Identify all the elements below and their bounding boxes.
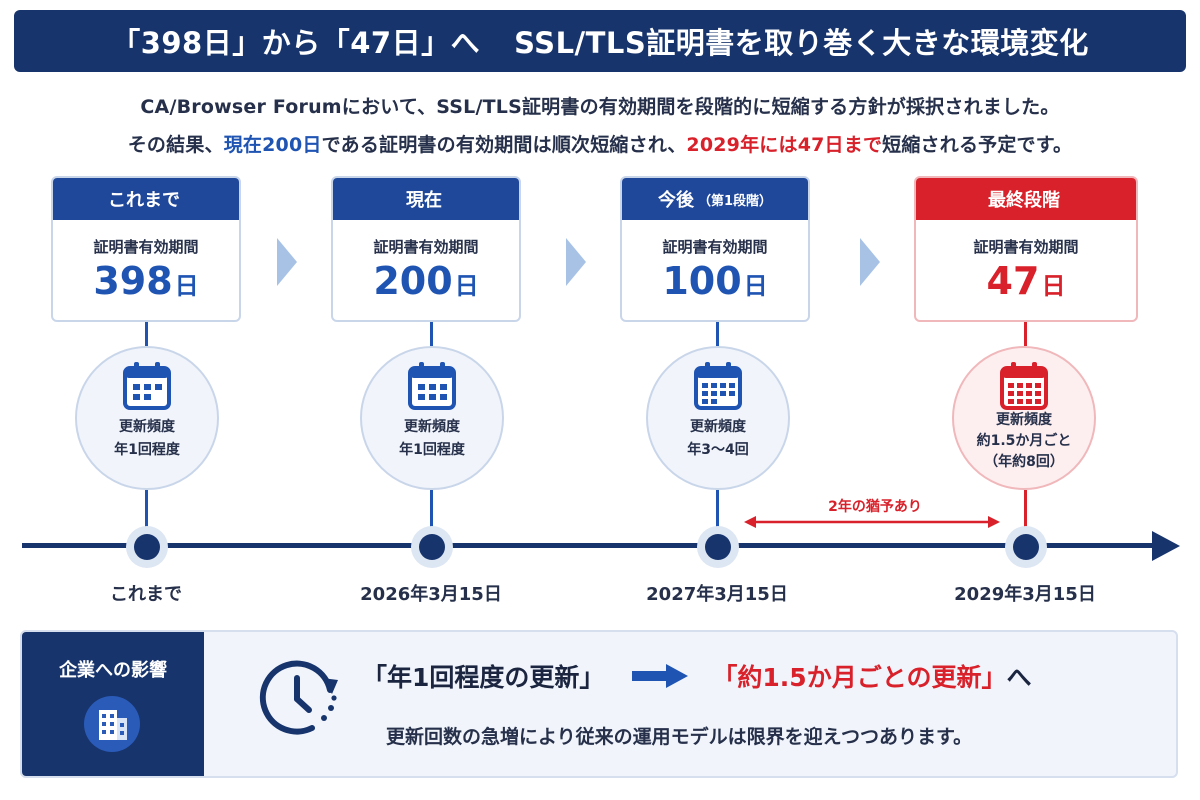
- chevron-right-icon: [860, 238, 880, 286]
- frequency-text: 更新頻度 年3〜4回: [648, 416, 788, 462]
- impact-to: 「約1.5か月ごとの更新」: [712, 663, 1007, 692]
- calendar-icon: [408, 362, 456, 410]
- stage-value: 100日: [622, 259, 808, 303]
- stage-label: 証明書有効期間: [93, 238, 199, 256]
- frequency-circle-final: 更新頻度 約1.5か月ごと （年約8回）: [952, 346, 1096, 490]
- stage-label: 証明書有効期間: [973, 238, 1079, 256]
- timeline-dot: [697, 526, 739, 568]
- timeline-dot: [126, 526, 168, 568]
- stage-value-unit: 日: [454, 272, 479, 300]
- connector-line: [430, 322, 433, 346]
- stage-value: 47日: [916, 259, 1136, 303]
- timeline-dot: [1005, 526, 1047, 568]
- impact-panel: 企業への影響 「年1回程度の更新」 「約1.5か月ごとの更新」 へ 更新回数の急…: [20, 630, 1178, 778]
- connector-line: [1024, 322, 1027, 346]
- intro-text: その結果、: [127, 134, 224, 156]
- stage-value-number: 100: [662, 259, 742, 303]
- frequency-label: 更新頻度: [119, 419, 175, 435]
- calendar-icon: [123, 362, 171, 410]
- building-icon: [84, 696, 140, 752]
- intro-line2: その結果、現在200日である証明書の有効期間は順次短縮され、2029年には47日…: [0, 130, 1200, 157]
- frequency-note: （年約8回）: [984, 454, 1064, 470]
- arrow-right-icon: [1152, 531, 1180, 561]
- calendar-icon: [1000, 362, 1048, 410]
- connector-line: [1024, 490, 1027, 528]
- calendar-icon: [694, 362, 742, 410]
- title-part2: SSL/TLS証明書を取り巻く大きな環境変化: [514, 26, 1089, 60]
- frequency-text: 更新頻度 年1回程度: [77, 416, 217, 462]
- impact-message: 「年1回程度の更新」 「約1.5か月ごとの更新」 へ: [362, 658, 1031, 694]
- double-arrow-icon: [744, 516, 1000, 528]
- frequency-value: 約1.5か月ごと: [976, 433, 1072, 449]
- timeline-date: 2026年3月15日: [360, 584, 502, 605]
- stage-value-number: 398: [93, 259, 173, 303]
- grace-period-label: 2年の猶予あり: [828, 499, 922, 515]
- stage-card-phase1: 今後（第1段階） 証明書有効期間 100日: [620, 176, 810, 322]
- intro-line1: CA/Browser Forumにおいて、SSL/TLS証明書の有効期間を段階的…: [140, 96, 1060, 118]
- timeline-axis: [22, 543, 1154, 548]
- timeline-date: 2027年3月15日: [646, 584, 788, 605]
- stage-header: 最終段階: [916, 178, 1136, 220]
- frequency-text: 更新頻度 年1回程度: [362, 416, 502, 462]
- frequency-circle: 更新頻度 年3〜4回: [646, 346, 790, 490]
- stage-card-past: これまで 証明書有効期間 398日: [51, 176, 241, 322]
- frequency-value: 年1回程度: [114, 442, 180, 458]
- frequency-label: 更新頻度: [996, 412, 1052, 428]
- impact-subtext: 更新回数の急増により従来の運用モデルは限界を迎えつつあります。: [386, 726, 973, 748]
- chevron-right-icon: [566, 238, 586, 286]
- timeline-date: 2029年3月15日: [954, 584, 1096, 605]
- connector-line: [145, 490, 148, 528]
- title-banner: 「398日」から「47日」へ SSL/TLS証明書を取り巻く大きな環境変化: [14, 10, 1186, 72]
- stage-header-note: （第1段階）: [697, 193, 773, 209]
- frequency-circle: 更新頻度 年1回程度: [75, 346, 219, 490]
- timeline-dot: [411, 526, 453, 568]
- stage-header-text: 今後: [657, 190, 694, 211]
- stage-label: 証明書有効期間: [373, 238, 479, 256]
- timeline-date: これまで: [110, 584, 182, 605]
- frequency-value: 年1回程度: [399, 442, 465, 458]
- stage-card-current: 現在 証明書有効期間 200日: [331, 176, 521, 322]
- stage-value: 200日: [333, 259, 519, 303]
- impact-from: 「年1回程度の更新」: [362, 663, 605, 692]
- connector-line: [145, 322, 148, 346]
- impact-side: 企業への影響: [22, 632, 204, 776]
- intro-final-highlight: 2029年には47日まで: [686, 134, 883, 156]
- impact-label: 企業への影響: [59, 660, 167, 681]
- stage-header-text: 最終段階: [988, 190, 1060, 211]
- chevron-right-icon: [277, 238, 297, 286]
- stage-header: 現在: [333, 178, 519, 220]
- stage-value-number: 200: [373, 259, 453, 303]
- connector-line: [430, 490, 433, 528]
- intro-text: 短縮される予定です。: [882, 134, 1073, 156]
- connector-line: [716, 490, 719, 528]
- connector-line: [716, 322, 719, 346]
- stage-header-text: 現在: [406, 190, 442, 211]
- frequency-label: 更新頻度: [404, 419, 460, 435]
- stage-value-unit: 日: [743, 272, 768, 300]
- stage-value: 398日: [53, 259, 239, 303]
- stage-header-text: これまで: [108, 190, 180, 211]
- title-part1: 「398日」から「47日」へ: [111, 26, 481, 60]
- clock-refresh-icon: [259, 660, 338, 735]
- frequency-circle: 更新頻度 年1回程度: [360, 346, 504, 490]
- stage-card-final: 最終段階 証明書有効期間 47日: [914, 176, 1138, 322]
- intro-current-highlight: 現在200日: [223, 134, 322, 156]
- stage-value-unit: 日: [1041, 272, 1066, 300]
- impact-suffix: へ: [1006, 663, 1032, 692]
- intro-text: である証明書の有効期間は順次短縮され、: [321, 134, 687, 156]
- frequency-value: 年3〜4回: [687, 442, 749, 458]
- frequency-label: 更新頻度: [690, 419, 746, 435]
- stage-value-number: 47: [986, 259, 1040, 303]
- arrow-right-icon: [632, 664, 689, 688]
- frequency-text: 更新頻度 約1.5か月ごと （年約8回）: [954, 410, 1094, 473]
- stage-label: 証明書有効期間: [662, 238, 768, 256]
- stage-header: これまで: [53, 178, 239, 220]
- stage-header: 今後（第1段階）: [622, 178, 808, 220]
- stage-value-unit: 日: [174, 272, 199, 300]
